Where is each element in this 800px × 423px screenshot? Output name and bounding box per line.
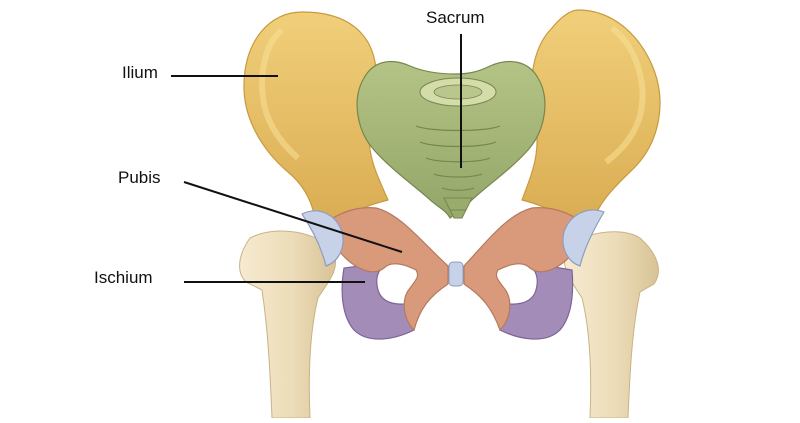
left-hip-joint <box>301 210 344 267</box>
right-pubis <box>463 207 585 332</box>
left-femur <box>239 230 336 419</box>
sacrum-label: Sacrum <box>426 8 485 27</box>
pubis-leader-line <box>183 181 403 253</box>
right-ilium <box>521 9 661 227</box>
ischium-label: Ischium <box>94 268 153 287</box>
pubic-symphysis <box>448 261 464 287</box>
ilium-label: Ilium <box>122 63 158 82</box>
left-pubis <box>321 207 449 332</box>
right-hip-joint <box>562 209 605 267</box>
pubis-label: Pubis <box>118 168 161 187</box>
sacrum-bone <box>356 60 546 219</box>
